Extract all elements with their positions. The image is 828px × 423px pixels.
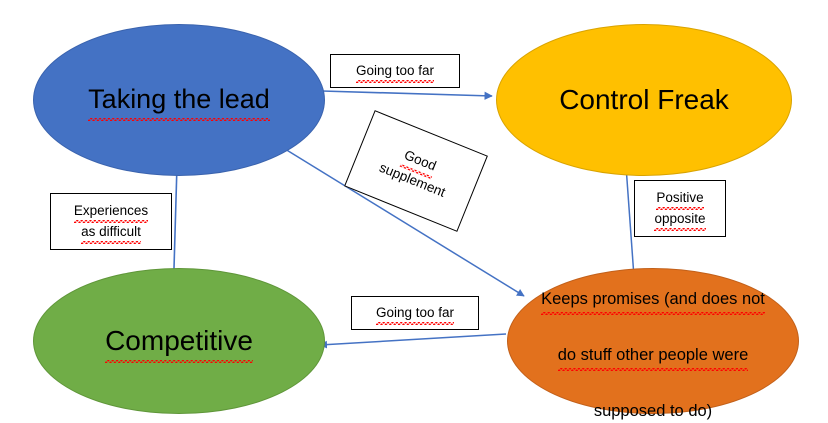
edge-label-line-1: Positive [656, 188, 704, 210]
spellcheck-text: Taking the lead [88, 82, 270, 122]
edge-label-experiences-as-difficult[interactable]: Experiences as difficult [50, 193, 172, 250]
node-keeps-promises-line-2: do stuff other people were [557, 341, 748, 372]
edge-label-text: Going too far [355, 61, 435, 83]
edge-label-line-1: Experiences [73, 201, 149, 223]
edge-lead-to-control [321, 90, 493, 100]
node-competitive[interactable]: Competitive [33, 268, 325, 414]
node-control-freak[interactable]: Control Freak [496, 24, 792, 176]
edge-keeps-to-competitive [319, 333, 507, 349]
edge-label-going-too-far-bottom[interactable]: Going too far [351, 296, 479, 330]
node-taking-the-lead[interactable]: Taking the lead [33, 24, 325, 176]
edge-label-line-2: opposite [654, 209, 706, 231]
node-competitive-label: Competitive [95, 323, 263, 364]
node-keeps-promises-line-1: Keeps promises (and does not [541, 285, 765, 316]
edge-label-text: Going too far [375, 303, 455, 325]
node-taking-the-lead-label: Taking the lead [78, 82, 280, 122]
node-keeps-promises[interactable]: Keeps promises (and does not do stuff ot… [507, 268, 799, 420]
node-control-freak-label: Control Freak [559, 83, 729, 115]
node-keeps-promises-line-3: supposed to do) [594, 397, 712, 423]
edge-label-good-supplement[interactable]: Good supplement [344, 110, 488, 232]
edge-label-going-too-far-top[interactable]: Going too far [330, 54, 460, 88]
edge-label-line-2: as difficult [81, 222, 141, 244]
spellcheck-text: Competitive [105, 323, 253, 364]
edge-label-positive-opposite[interactable]: Positive opposite [634, 180, 726, 237]
node-keeps-promises-label: Keeps promises (and does not do stuff ot… [531, 257, 775, 423]
